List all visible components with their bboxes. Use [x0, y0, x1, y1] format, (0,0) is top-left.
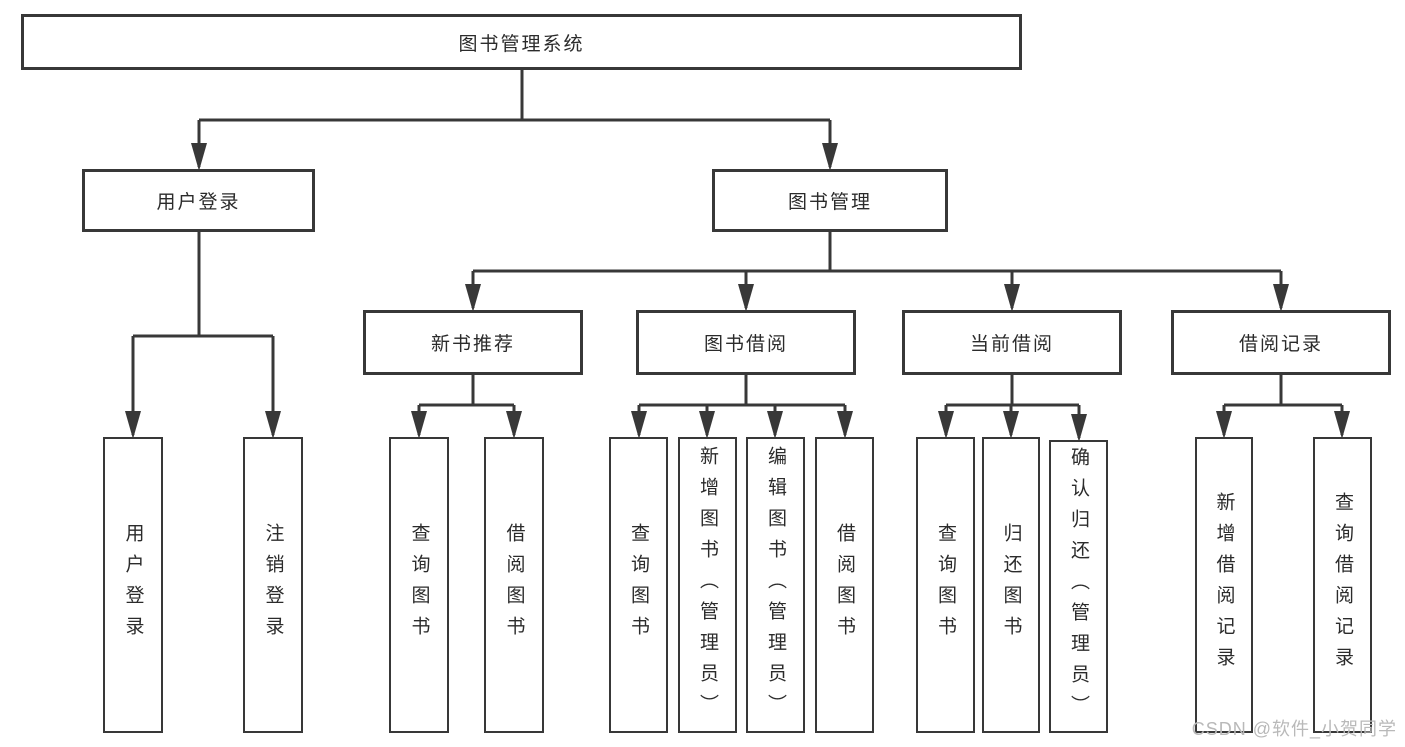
arrowhead: [631, 411, 647, 439]
leaf-add-books-admin: 新增图书（管理员）: [678, 437, 737, 733]
leaf-borrow-books-recommend-label: 借阅图书: [503, 523, 525, 647]
leaf-user-login-label: 用户登录: [122, 523, 144, 647]
leaf-query-books-borrow-label: 查询图书: [628, 523, 649, 647]
arrowhead: [822, 143, 838, 171]
node-book-management: 图书管理: [712, 169, 948, 232]
leaf-borrow-books: 借阅图书: [815, 437, 874, 733]
leaf-return-books: 归还图书: [982, 437, 1040, 733]
arrowhead: [1071, 414, 1087, 442]
arrowhead: [738, 284, 754, 312]
leaf-borrow-books-recommend: 借阅图书: [484, 437, 544, 733]
leaf-logout-label: 注销登录: [262, 523, 284, 647]
node-book-borrow-label: 图书借阅: [703, 334, 788, 355]
arrowhead: [125, 411, 141, 439]
leaf-logout: 注销登录: [243, 437, 303, 733]
csdn-watermark: CSDN @软件_小贺同学: [1191, 719, 1397, 739]
leaf-query-books-recommend: 查询图书: [389, 437, 449, 733]
leaf-query-borrow-record: 查询借阅记录: [1313, 437, 1372, 733]
arrowhead: [1216, 411, 1232, 439]
node-root-label: 图书管理系统: [458, 33, 585, 55]
node-borrow-records-label: 借阅记录: [1238, 334, 1323, 355]
node-current-borrow-label: 当前借阅: [969, 334, 1054, 355]
node-user-login-label: 用户登录: [156, 192, 241, 213]
node-current-borrow: 当前借阅: [902, 310, 1122, 375]
leaf-user-login: 用户登录: [103, 437, 163, 733]
arrowhead: [506, 411, 522, 439]
leaf-borrow-books-label: 借阅图书: [834, 523, 855, 647]
leaf-confirm-return-admin-label: 确认归还（管理员）: [1068, 447, 1089, 726]
arrowhead: [699, 411, 715, 439]
arrowhead: [1334, 411, 1350, 439]
leaf-return-books-label: 归还图书: [1000, 523, 1022, 647]
node-new-book-recommend-label: 新书推荐: [430, 334, 515, 355]
connector-path: [131, 70, 1344, 438]
leaf-query-books-borrow: 查询图书: [609, 437, 668, 733]
leaf-edit-books-admin: 编辑图书（管理员）: [746, 437, 805, 733]
leaf-add-books-admin-label: 新增图书（管理员）: [697, 445, 718, 725]
arrowhead: [191, 143, 207, 171]
arrowhead: [1273, 284, 1289, 312]
leaf-query-borrow-record-label: 查询借阅记录: [1332, 492, 1353, 678]
leaf-confirm-return-admin: 确认归还（管理员）: [1049, 440, 1108, 733]
arrowhead: [837, 411, 853, 439]
node-book-borrow: 图书借阅: [636, 310, 856, 375]
node-book-management-label: 图书管理: [787, 192, 872, 213]
leaf-query-books-current-label: 查询图书: [935, 523, 956, 647]
node-new-book-recommend: 新书推荐: [363, 310, 583, 375]
arrowhead: [411, 411, 427, 439]
arrowhead: [465, 284, 481, 312]
arrowhead: [1003, 411, 1019, 439]
arrowhead: [1004, 284, 1020, 312]
arrowhead: [767, 411, 783, 439]
leaf-add-borrow-record-label: 新增借阅记录: [1213, 492, 1235, 678]
leaf-query-books-recommend-label: 查询图书: [408, 523, 430, 647]
node-user-login: 用户登录: [82, 169, 315, 232]
arrowhead: [265, 411, 281, 439]
node-borrow-records: 借阅记录: [1171, 310, 1391, 375]
arrowhead: [938, 411, 954, 439]
leaf-query-books-current: 查询图书: [916, 437, 975, 733]
leaf-add-borrow-record: 新增借阅记录: [1195, 437, 1253, 733]
node-root: 图书管理系统: [21, 14, 1022, 70]
leaf-edit-books-admin-label: 编辑图书（管理员）: [765, 445, 786, 725]
